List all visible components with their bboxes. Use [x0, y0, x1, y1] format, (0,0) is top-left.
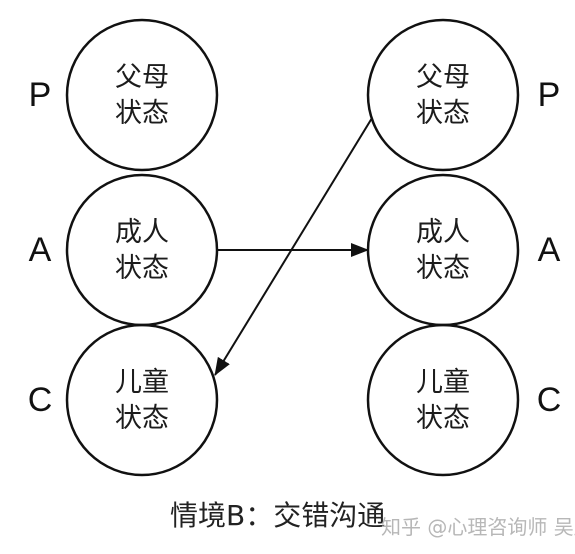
left-child-state: 儿童 状态 [65, 323, 219, 477]
watermark-text: 知乎 @心理咨询师 吴庆 [381, 515, 575, 539]
left-child-line1: 儿童 [115, 367, 169, 398]
arrow-parent-to-child [214, 117, 373, 376]
right-parent-state: 父母 状态 [366, 18, 520, 172]
right-child-line2: 状态 [416, 403, 470, 434]
left-adult-state: 成人 状态 [65, 173, 219, 327]
left-adult-line1: 成人 [115, 217, 169, 248]
left-child-line2: 状态 [115, 403, 169, 434]
left-parent-state: 父母 状态 [65, 18, 219, 172]
right-adult-line1: 成人 [416, 217, 470, 248]
left-parent-line2: 状态 [115, 98, 169, 129]
right-label-c: C [537, 381, 562, 419]
left-label-a: A [29, 231, 52, 269]
left-label-p: P [29, 76, 52, 114]
right-adult-line2: 状态 [416, 253, 470, 284]
diagram-caption: 情境B：交错沟通 [170, 499, 385, 532]
left-adult-line2: 状态 [115, 253, 169, 284]
right-parent-line1: 父母 [416, 62, 470, 93]
right-parent-line2: 状态 [416, 98, 470, 129]
right-label-p: P [538, 76, 561, 114]
left-label-c: C [28, 381, 53, 419]
right-adult-state: 成人 状态 [366, 173, 520, 327]
left-parent-line1: 父母 [115, 62, 169, 93]
right-child-state: 儿童 状态 [366, 323, 520, 477]
right-label-a: A [538, 231, 561, 269]
right-child-line1: 儿童 [416, 367, 470, 398]
